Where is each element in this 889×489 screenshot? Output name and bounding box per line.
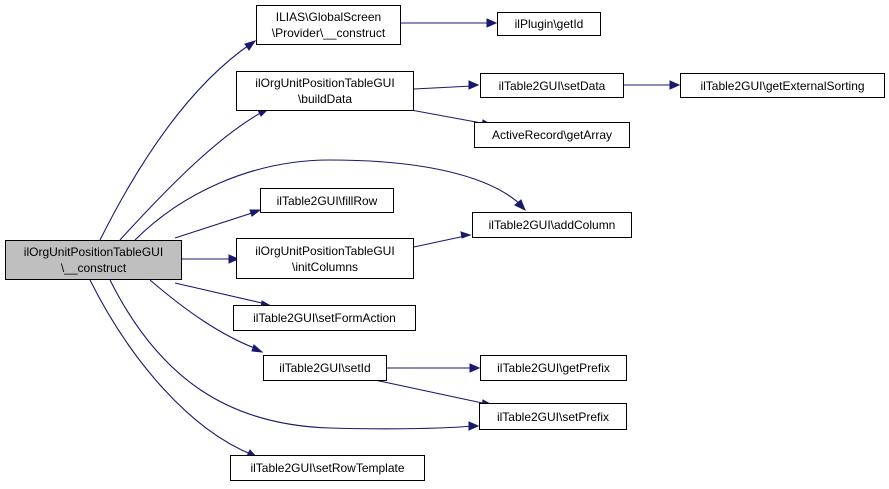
node-set-id[interactable]: ilTable2GUI\setId	[263, 355, 387, 381]
edge-arrowhead	[251, 344, 264, 353]
node-provider-construct[interactable]: ILIAS\GlobalScreen \Provider\__construct	[256, 5, 401, 45]
node-set-data[interactable]: ilTable2GUI\setData	[480, 73, 624, 98]
node-label: ActiveRecord\getArray	[491, 128, 613, 142]
edge-root-set-id	[149, 279, 258, 350]
edge-arrowhead	[669, 80, 681, 90]
edge-build-data-get-array	[399, 107, 488, 125]
node-label-line: \__construct	[60, 261, 127, 275]
edge-arrowhead	[514, 199, 526, 212]
node-add-column[interactable]: ilTable2GUI\addColumn	[472, 212, 632, 238]
node-label: ilTable2GUI\getPrefix	[497, 361, 610, 375]
edge-arrowhead	[486, 18, 498, 28]
edge-arrowhead	[249, 209, 262, 217]
node-fill-row[interactable]: ilTable2GUI\fillRow	[260, 188, 394, 213]
edge-arrowhead	[469, 363, 481, 373]
edge-root-build-data	[119, 110, 265, 241]
node-set-form-action[interactable]: ilTable2GUI\setFormAction	[233, 305, 416, 331]
node-init-columns[interactable]: ilOrgUnitPositionTableGUI \initColumns	[236, 238, 414, 279]
node-label: ilTable2GUI\addColumn	[488, 218, 616, 232]
edge-arrowhead	[460, 231, 472, 239]
node-build-data[interactable]: ilOrgUnitPositionTableGUI \buildData	[236, 71, 414, 111]
node-label: ilTable2GUI\setId	[279, 361, 371, 375]
node-label-line: \initColumns	[291, 259, 359, 274]
edge-arrowhead	[468, 421, 480, 431]
node-set-row-template[interactable]: ilTable2GUI\setRowTemplate	[230, 455, 425, 481]
edge-root-provider-construct	[99, 42, 253, 241]
node-get-prefix[interactable]: ilTable2GUI\getPrefix	[480, 355, 627, 381]
node-label-line: ilOrgUnitPositionTableGUI	[255, 243, 395, 258]
node-label-line: ilOrgUnitPositionTableGUI	[255, 76, 395, 90]
node-label: ilTable2GUI\setData	[498, 78, 606, 93]
node-label: ilPlugin\getId	[514, 17, 584, 31]
edge-root-fill-row	[174, 211, 256, 239]
edge-init-columns-add-column	[413, 235, 466, 248]
node-set-prefix[interactable]: ilTable2GUI\setPrefix	[479, 403, 627, 430]
node-label-line: ilOrgUnitPositionTableGUI	[23, 245, 164, 259]
edge-root-set-row-template	[89, 279, 254, 456]
node-plugin-getid[interactable]: ilPlugin\getId	[497, 12, 601, 36]
node-label: ilTable2GUI\setRowTemplate	[250, 461, 405, 475]
edge-arrowhead	[228, 254, 240, 264]
edge-set-id-set-prefix	[369, 378, 488, 405]
node-label: ilTable2GUI\setFormAction	[253, 311, 396, 325]
edge-arrowhead	[244, 40, 257, 51]
node-label-line: \buildData	[297, 92, 353, 106]
edge-build-data-set-data	[413, 85, 473, 90]
node-label-line: \Provider\__construct	[271, 26, 386, 40]
node-root-construct[interactable]: ilOrgUnitPositionTableGUI \__construct	[5, 240, 182, 280]
edge-arrowhead	[468, 80, 480, 90]
node-get-array[interactable]: ActiveRecord\getArray	[474, 122, 630, 148]
node-label: ilTable2GUI\fillRow	[276, 193, 378, 208]
edge-root-add-column	[134, 159, 523, 241]
edge-root-set-prefix	[109, 279, 474, 430]
node-label-line: ILIAS\GlobalScreen	[275, 10, 382, 24]
node-get-external-sorting[interactable]: ilTable2GUI\getExternalSorting	[680, 73, 885, 98]
node-label: ilTable2GUI\getExternalSorting	[700, 78, 865, 93]
edge-root-set-form-action	[174, 282, 267, 305]
node-label: ilTable2GUI\setPrefix	[496, 409, 610, 424]
